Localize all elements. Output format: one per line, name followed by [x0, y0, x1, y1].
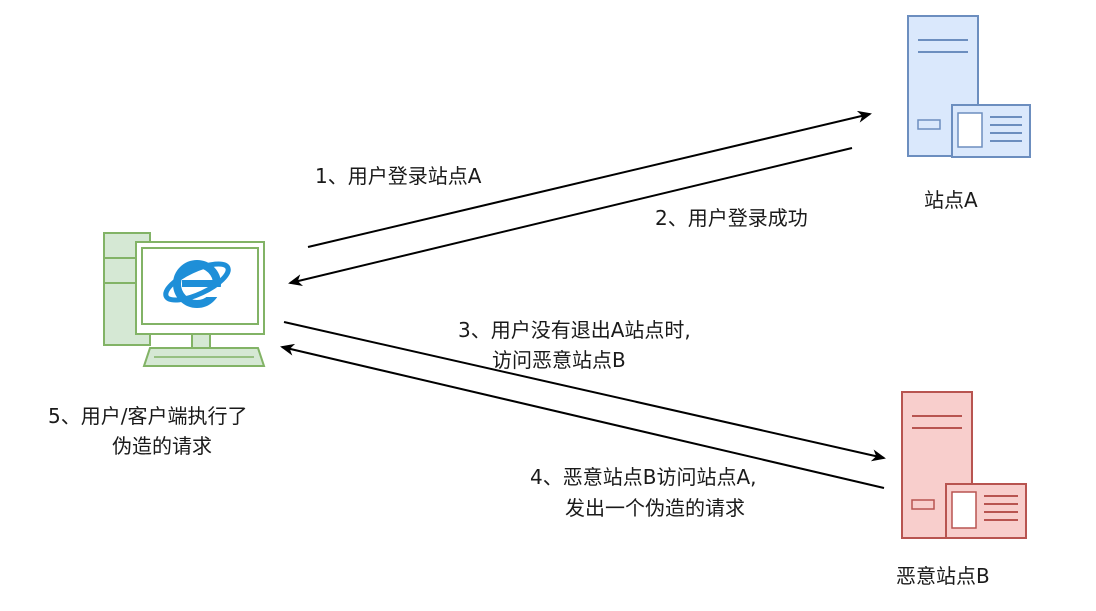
step1-label: 1、用户登录站点A: [315, 164, 482, 188]
site-b-label: 恶意站点B: [896, 564, 990, 588]
client-computer-icon: [103, 232, 266, 367]
client-label-line1: 5、用户/客户端执行了: [48, 404, 248, 428]
step4-label-line2: 发出一个伪造的请求: [565, 496, 745, 520]
step2-label: 2、用户登录成功: [655, 206, 808, 230]
site-a-label: 站点A: [924, 188, 978, 212]
step4-label-line1: 4、恶意站点B访问站点A,: [530, 465, 757, 489]
arrow-step1: [307, 110, 872, 248]
site-b-server-icon: [901, 391, 1027, 539]
step3-label-line2: 访问恶意站点B: [492, 348, 626, 372]
client-label-line2: 伪造的请求: [112, 434, 212, 458]
site-a-server-icon: [907, 15, 1031, 158]
arrow-step3: [283, 321, 886, 462]
ie-logo-icon: [163, 260, 231, 308]
arrow-step2: [288, 147, 853, 287]
arrow-step4: [280, 343, 885, 489]
step3-label-line1: 3、用户没有退出A站点时,: [458, 318, 691, 342]
